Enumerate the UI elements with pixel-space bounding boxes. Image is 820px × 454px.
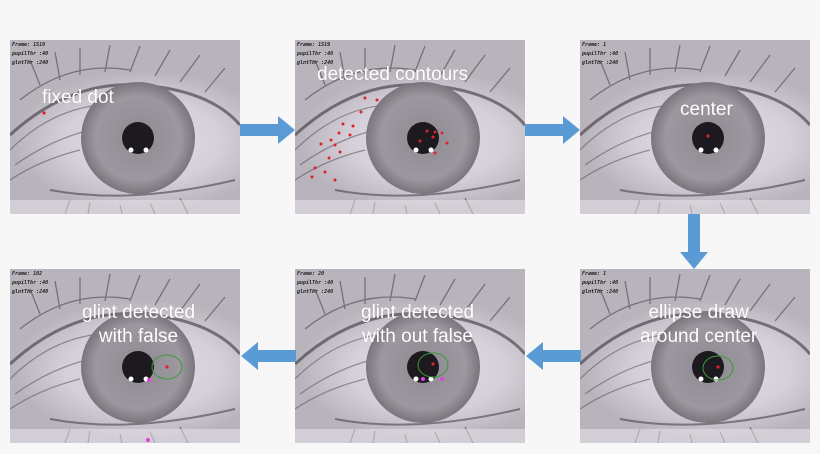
eye-image (10, 272, 240, 443)
center-marker (165, 365, 169, 369)
arrow-right-icon (525, 116, 580, 144)
contour-points (310, 96, 449, 182)
glint-marker (147, 378, 151, 382)
panel-label: center (680, 99, 733, 120)
panel-label: fixed dot (42, 87, 114, 108)
arrow-left-icon (526, 342, 581, 370)
eye-image (580, 43, 810, 214)
pupil-ellipse (702, 355, 734, 381)
glint-marker (440, 377, 444, 381)
center-marker (716, 365, 720, 369)
false-glint-marker (146, 438, 150, 442)
glint-marker (421, 377, 425, 381)
center-marker (431, 362, 435, 366)
pupil-ellipse (151, 354, 183, 380)
eye-image (580, 272, 810, 443)
pupil-ellipse (417, 352, 449, 378)
arrow-left-icon (241, 342, 296, 370)
eye-image (295, 43, 525, 214)
center-marker (706, 134, 710, 138)
fixed-dot-marker (42, 111, 46, 115)
arrow-down-icon (680, 214, 708, 269)
panel-label: detected contours (317, 64, 469, 85)
eye-image (10, 43, 240, 214)
arrow-right-icon (240, 116, 295, 144)
eye-image (295, 272, 525, 443)
